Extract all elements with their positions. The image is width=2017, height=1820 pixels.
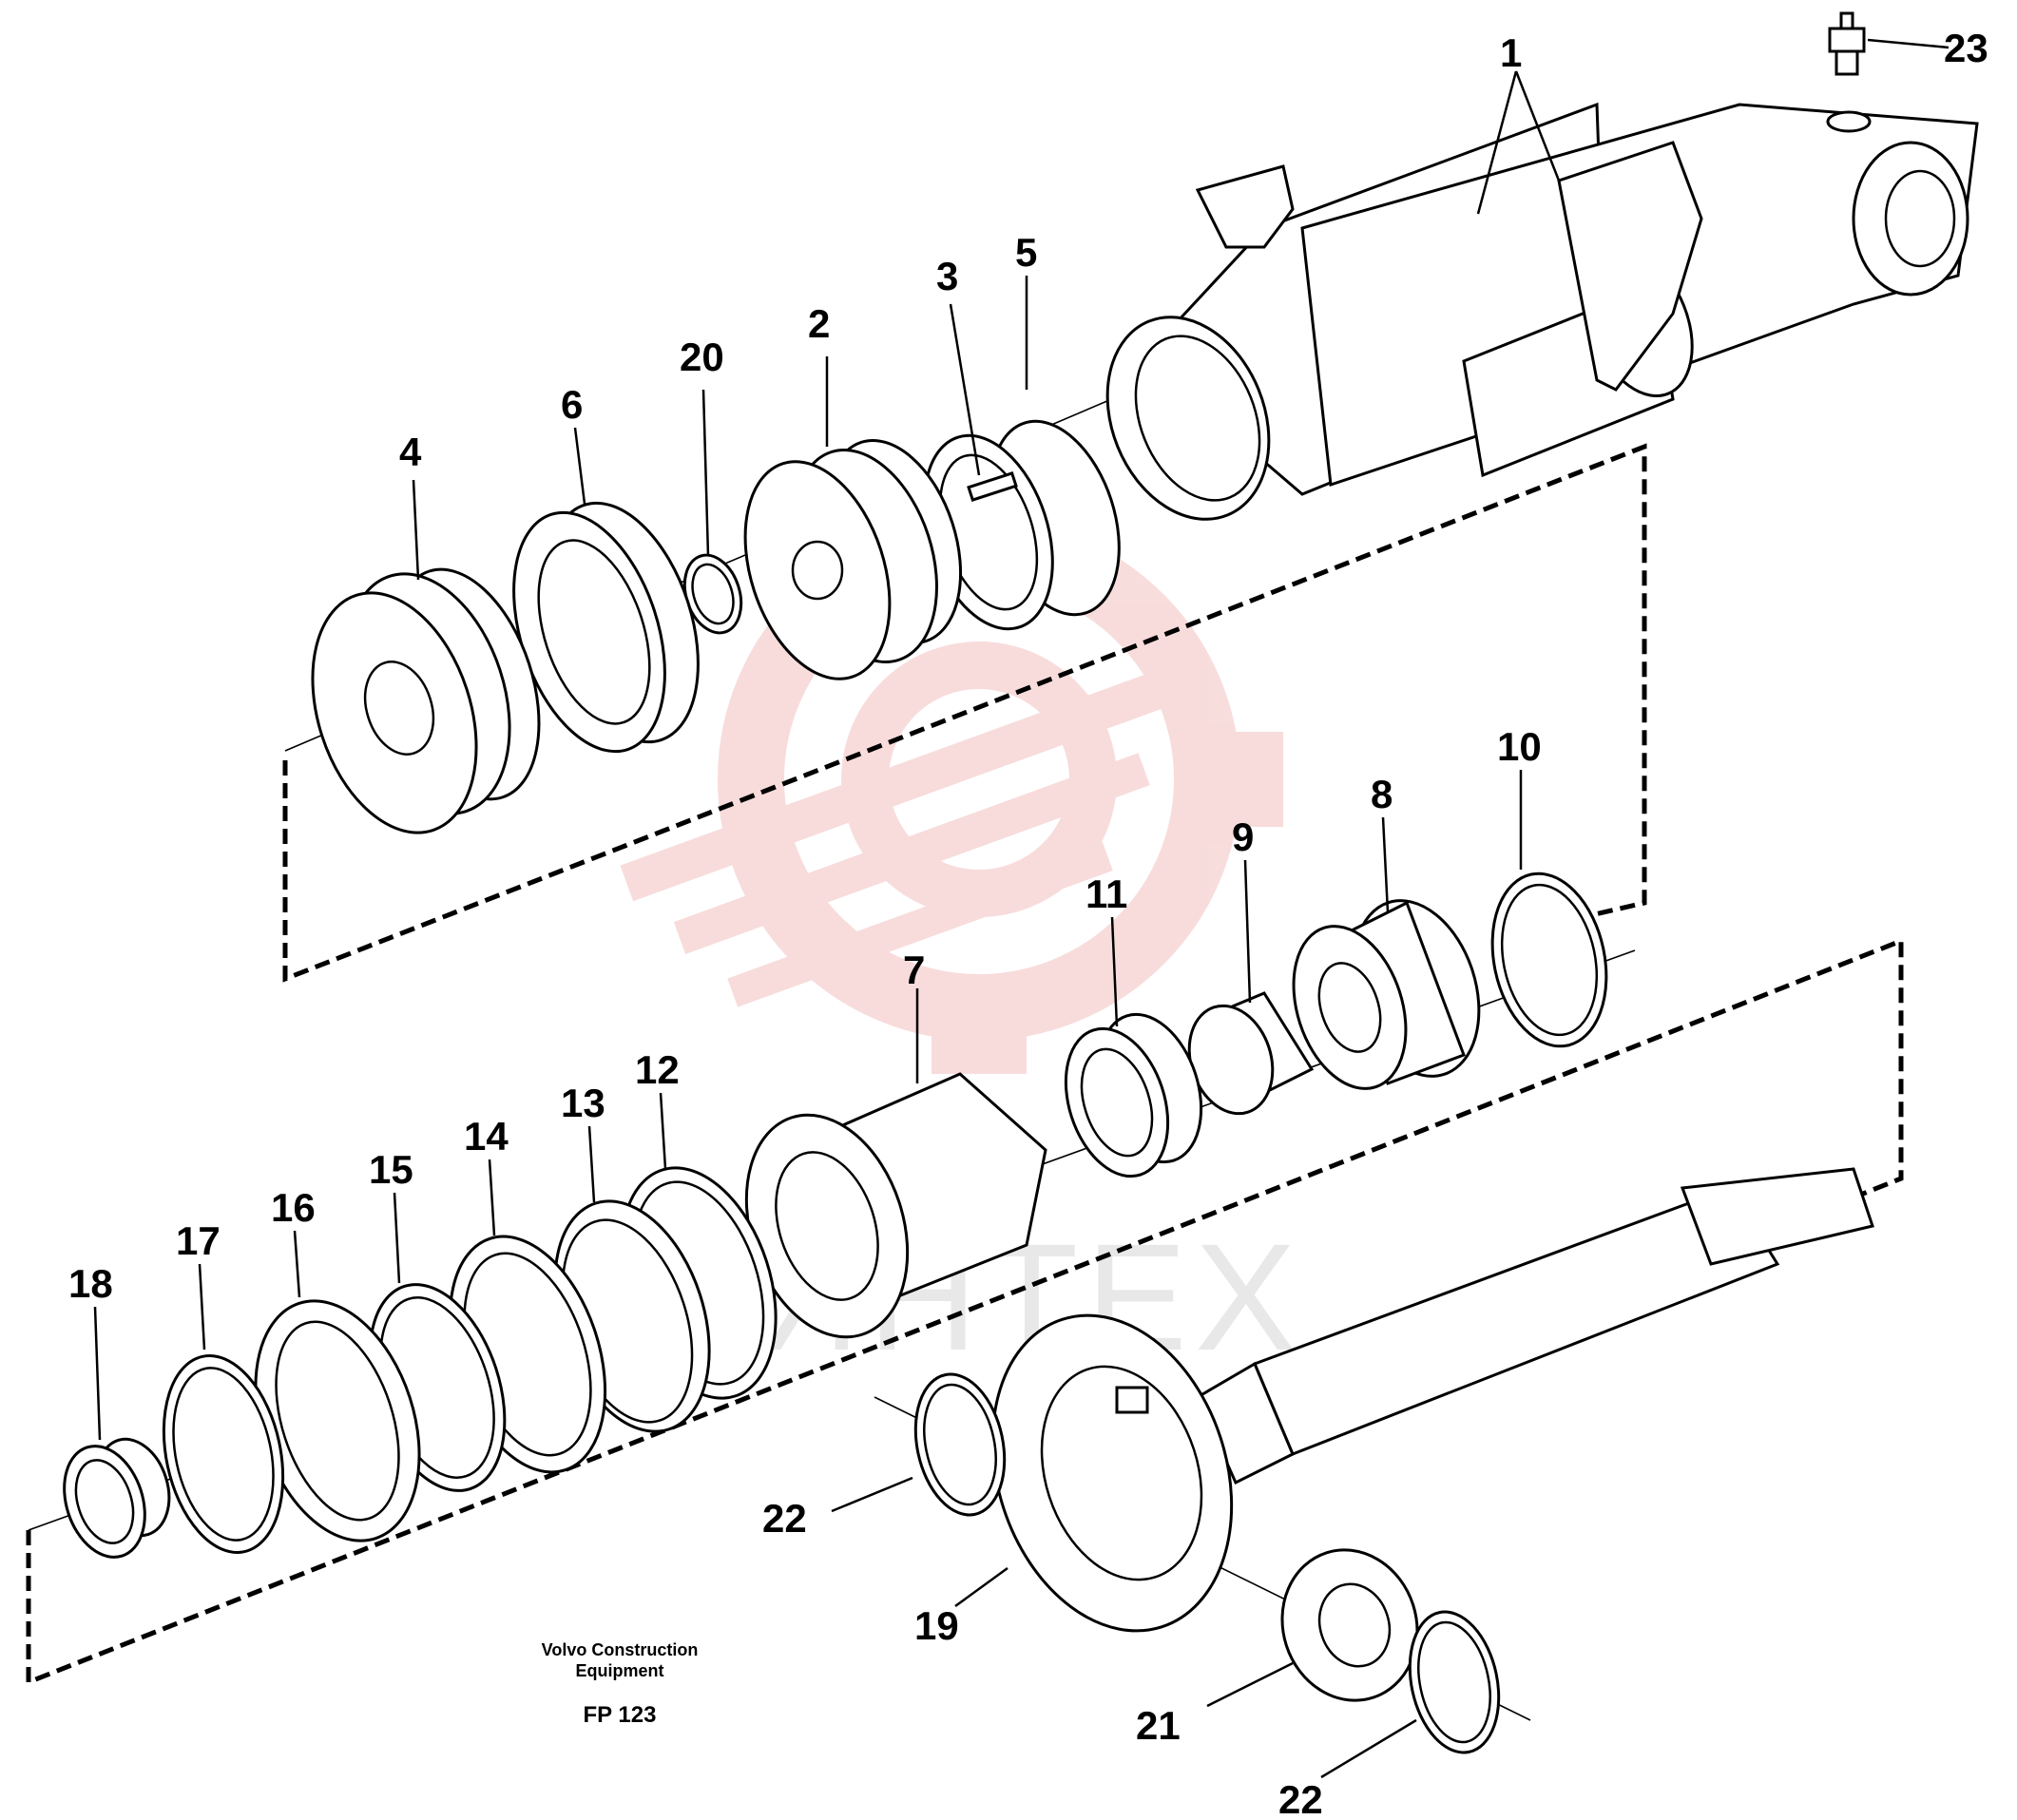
cylinder-barrel [1105, 102, 1979, 521]
callout-19: 19 [914, 1603, 959, 1648]
callout-2: 2 [808, 301, 830, 346]
part-4-piston-seal [311, 567, 541, 834]
callout-11: 11 [1085, 872, 1127, 916]
part-2-piston [743, 438, 963, 680]
caption-line-1: Volvo Construction [542, 1640, 699, 1659]
part-7-cylinder-head [744, 1072, 1047, 1339]
drawing-code: FP 123 [584, 1702, 657, 1728]
part-11-ring [1064, 1012, 1203, 1178]
callout-22-right: 22 [1278, 1777, 1323, 1820]
part-19-piston-rod [990, 1167, 1874, 1633]
callout-12: 12 [635, 1047, 680, 1092]
part-8-bushing [1292, 899, 1481, 1090]
leader-lines [93, 38, 1950, 1779]
callout-16: 16 [271, 1185, 316, 1230]
callout-15: 15 [369, 1147, 413, 1192]
upper-bracket [282, 443, 1647, 983]
callout-4: 4 [399, 430, 422, 474]
callout-8: 8 [1371, 772, 1393, 816]
callout-9: 9 [1232, 814, 1254, 859]
lower-bracket [26, 937, 1904, 1686]
callout-5: 5 [1015, 230, 1037, 275]
part-9-sleeve [1187, 991, 1315, 1116]
caption-line-2: Equipment [576, 1661, 664, 1680]
grease-nipple-top [1828, 11, 1866, 76]
callout-22-left: 22 [762, 1496, 807, 1541]
callout-20: 20 [680, 335, 724, 379]
callout-21: 21 [1136, 1703, 1181, 1748]
callout-17: 17 [176, 1218, 221, 1263]
callout-labels: 1 2 3 4 5 6 7 8 9 10 11 12 13 14 15 16 1… [68, 26, 1988, 1820]
callout-18: 18 [68, 1261, 113, 1306]
callout-23: 23 [1944, 26, 1988, 70]
callout-14: 14 [464, 1114, 509, 1159]
callout-1: 1 [1500, 30, 1522, 75]
part-17-circlip [162, 1354, 285, 1554]
part-10-circlip [1490, 872, 1608, 1048]
callout-3: 3 [936, 254, 958, 298]
part-21-spherical-bearing [1280, 1548, 1419, 1702]
callout-13: 13 [561, 1081, 605, 1125]
callout-7: 7 [903, 948, 925, 992]
part-18-cap [63, 1437, 171, 1559]
part-3-screw [967, 471, 1018, 502]
callout-6: 6 [561, 382, 583, 427]
callout-10: 10 [1497, 724, 1542, 769]
